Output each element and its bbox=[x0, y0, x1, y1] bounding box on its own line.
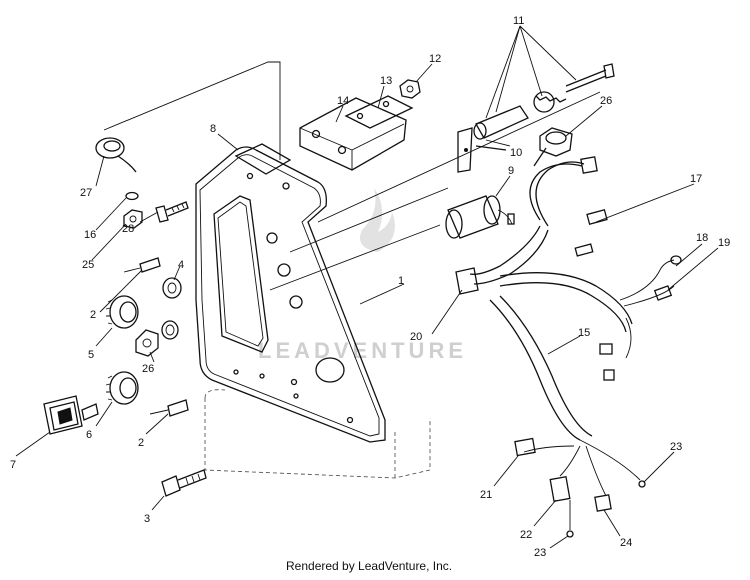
knurled-ring-part bbox=[105, 371, 139, 405]
brackets-13-14 bbox=[299, 95, 414, 171]
dash-panel-part bbox=[195, 146, 386, 443]
callout-8: 8 bbox=[210, 123, 216, 135]
callout-2-upper: 2 bbox=[90, 309, 96, 321]
callout-4: 4 bbox=[178, 259, 184, 271]
callout-10: 10 bbox=[510, 147, 522, 159]
square-switch-part bbox=[43, 395, 99, 435]
indicator-bulb-lower-part bbox=[149, 399, 189, 417]
callout-26-top: 26 bbox=[600, 95, 612, 107]
render-credit: Rendered by LeadVenture, Inc. bbox=[286, 559, 452, 573]
key-ring-part bbox=[95, 137, 137, 173]
watermark: LEADVENTURE bbox=[258, 188, 467, 363]
cylinder-switch-part bbox=[445, 195, 515, 239]
watermark-logo-icon bbox=[360, 188, 395, 252]
callout-28: 28 bbox=[122, 223, 134, 235]
watermark-text: LEADVENTURE bbox=[258, 338, 467, 363]
lock-washer-part bbox=[162, 277, 182, 299]
carriage-bolt-part bbox=[161, 469, 207, 497]
callout-19: 19 bbox=[718, 237, 730, 249]
wiring-harness-part bbox=[455, 156, 682, 538]
callout-17: 17 bbox=[690, 173, 702, 185]
callout-27: 27 bbox=[80, 187, 92, 199]
callout-13: 13 bbox=[380, 75, 392, 87]
callout-11: 11 bbox=[513, 15, 524, 27]
callout-1: 1 bbox=[398, 275, 404, 287]
callout-24: 24 bbox=[620, 537, 632, 549]
callout-6: 6 bbox=[86, 429, 92, 441]
callout-5: 5 bbox=[88, 349, 94, 361]
callout-3: 3 bbox=[144, 513, 150, 525]
switch-assembly-part bbox=[457, 63, 615, 173]
callout-25: 25 bbox=[82, 259, 94, 271]
callout-2-lower: 2 bbox=[138, 437, 144, 449]
callout-21: 21 bbox=[480, 489, 492, 501]
hex-nut-washer-part bbox=[135, 320, 179, 357]
callout-18: 18 bbox=[696, 232, 708, 244]
callout-14: 14 bbox=[337, 95, 349, 107]
bolt-part bbox=[155, 201, 189, 223]
nut-part bbox=[399, 79, 421, 99]
callout-23-right: 23 bbox=[670, 441, 682, 453]
callout-leaders bbox=[15, 25, 719, 549]
callout-26-lower: 26 bbox=[142, 363, 154, 375]
callout-12: 12 bbox=[429, 53, 441, 65]
knurled-nut-part bbox=[105, 295, 139, 329]
callout-9: 9 bbox=[508, 165, 514, 177]
callout-labels: 11 12 13 14 26 8 10 9 17 18 19 1 20 15 2… bbox=[10, 15, 730, 559]
indicator-bulb-upper-part bbox=[123, 257, 161, 273]
callout-7: 7 bbox=[10, 459, 16, 471]
callout-23-lower: 23 bbox=[534, 547, 546, 559]
callout-15: 15 bbox=[578, 327, 590, 339]
toggle-switch-part bbox=[533, 127, 573, 167]
callout-22: 22 bbox=[520, 529, 532, 541]
projection-lines bbox=[103, 61, 601, 291]
callout-20: 20 bbox=[410, 331, 422, 343]
lower-housing-outline bbox=[204, 389, 431, 479]
callout-16: 16 bbox=[84, 229, 96, 241]
top-bracket-part bbox=[234, 143, 292, 175]
